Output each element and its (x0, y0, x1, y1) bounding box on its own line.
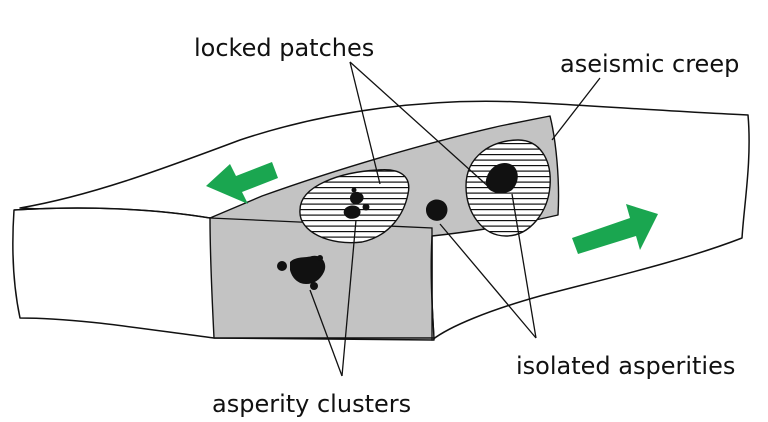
label-locked-patches: locked patches (194, 34, 374, 62)
arrow-right-icon (572, 204, 658, 254)
label-asperity-clusters: asperity clusters (212, 390, 411, 418)
asperity-blob (317, 255, 323, 261)
label-isolated-asperities: isolated asperities (516, 352, 735, 380)
leader-isolated-1 (439, 223, 537, 339)
asperity-blob (362, 203, 370, 211)
asperity-blob (351, 187, 357, 193)
leader-locked-1 (349, 61, 381, 185)
asperity-blob (277, 261, 287, 271)
asperity-blob (350, 191, 364, 204)
arrow-left-icon (206, 162, 278, 204)
leader-locked-2 (349, 61, 491, 189)
leader-cluster-2 (341, 219, 357, 377)
asperity-blob (426, 199, 448, 221)
asperity-blob (485, 162, 518, 194)
label-aseismic-creep: aseismic creep (560, 50, 739, 78)
leader-creep (551, 77, 601, 141)
asperity-cluster (290, 255, 326, 284)
front-block-edge (13, 207, 433, 340)
asperity-blob (310, 282, 318, 290)
leader-cluster-1 (309, 289, 343, 377)
leader-isolated-2 (511, 193, 537, 339)
asperity-blob (343, 205, 361, 219)
